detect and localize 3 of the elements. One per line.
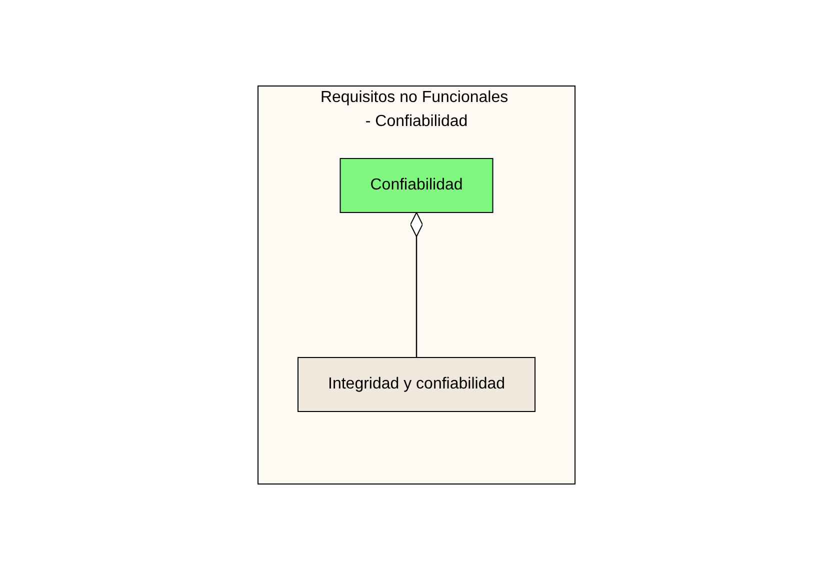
aggregation-line (410, 212, 424, 357)
requirement-box: Confiabilidad (340, 158, 494, 212)
requirement-box: Integridad y confiabilidad (298, 356, 536, 412)
